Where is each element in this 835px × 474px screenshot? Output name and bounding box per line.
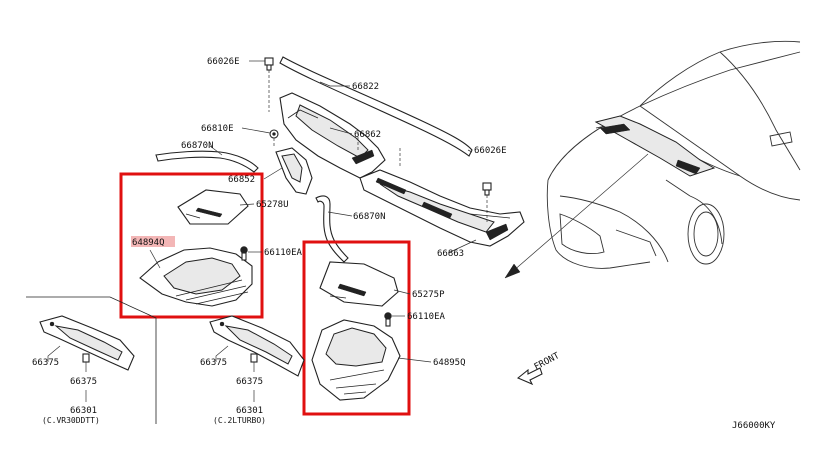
seal-strip-66870N-top xyxy=(155,150,259,173)
label-66822: 66822 xyxy=(352,82,379,92)
label-64894Q: 64894Q xyxy=(132,238,165,248)
bracket-66301-2lturbo xyxy=(209,315,305,377)
label-66301-a: 66301 xyxy=(70,406,97,416)
clip-66810E xyxy=(269,129,279,139)
arrow-to-vehicle xyxy=(511,153,649,273)
bracket-66852 xyxy=(275,147,313,195)
label-66810E: 66810E xyxy=(201,124,234,134)
label-variant-2lturbo: (C.2LTURBO) xyxy=(213,416,266,425)
clip-66110EA-right xyxy=(384,312,392,327)
front-arrow xyxy=(516,367,543,386)
label-66110EA-right: 66110EA xyxy=(407,312,446,322)
label-66375-b: 66375 xyxy=(70,377,97,387)
arrow-head-vehicle xyxy=(504,263,521,279)
label-66301-b: 66301 xyxy=(236,406,263,416)
bracket-66301-vr30 xyxy=(39,315,135,371)
label-65275P: 65275P xyxy=(412,290,445,300)
insulator-65278U xyxy=(177,189,249,225)
clip-66026E-top xyxy=(264,57,274,71)
label-variant-vr30ddtt: (C.VR30DDTT) xyxy=(42,416,100,425)
label-66026E-right: 66026E xyxy=(474,146,507,156)
clip-66110EA-left xyxy=(240,246,248,261)
duct-64894Q xyxy=(139,247,253,307)
highlight-box-right xyxy=(302,240,411,416)
label-66375-c: 66375 xyxy=(200,358,227,368)
label-66870N-mid: 66870N xyxy=(353,212,386,222)
label-66870N-top: 66870N xyxy=(181,141,214,151)
cowl-seal-66822 xyxy=(279,56,473,157)
label-65278U: 65278U xyxy=(256,200,289,210)
label-66863: 66863 xyxy=(437,249,464,259)
vehicle-outline xyxy=(546,40,801,269)
cowl-top-cover xyxy=(279,92,525,247)
label-66862: 66862 xyxy=(354,130,381,140)
clip-66026E-right xyxy=(482,182,492,196)
label-66375-a: 66375 xyxy=(32,358,59,368)
seal-strip-66870N-mid xyxy=(315,195,349,263)
label-diagram-code: J66000KY xyxy=(732,421,776,431)
label-66110EA-left: 66110EA xyxy=(264,248,303,258)
label-66026E-top: 66026E xyxy=(207,57,240,67)
duct-64895Q xyxy=(311,319,401,401)
label-front: FRONT xyxy=(533,351,562,373)
insulator-65275P xyxy=(319,261,399,307)
leader-lines xyxy=(47,60,477,402)
label-highlight-64894Q xyxy=(131,236,175,247)
label-64895Q: 64895Q xyxy=(433,358,466,368)
detail-outline-left xyxy=(26,296,157,424)
label-66852: 66852 xyxy=(228,175,255,185)
highlight-box-left xyxy=(119,172,264,319)
label-66375-d: 66375 xyxy=(236,377,263,387)
